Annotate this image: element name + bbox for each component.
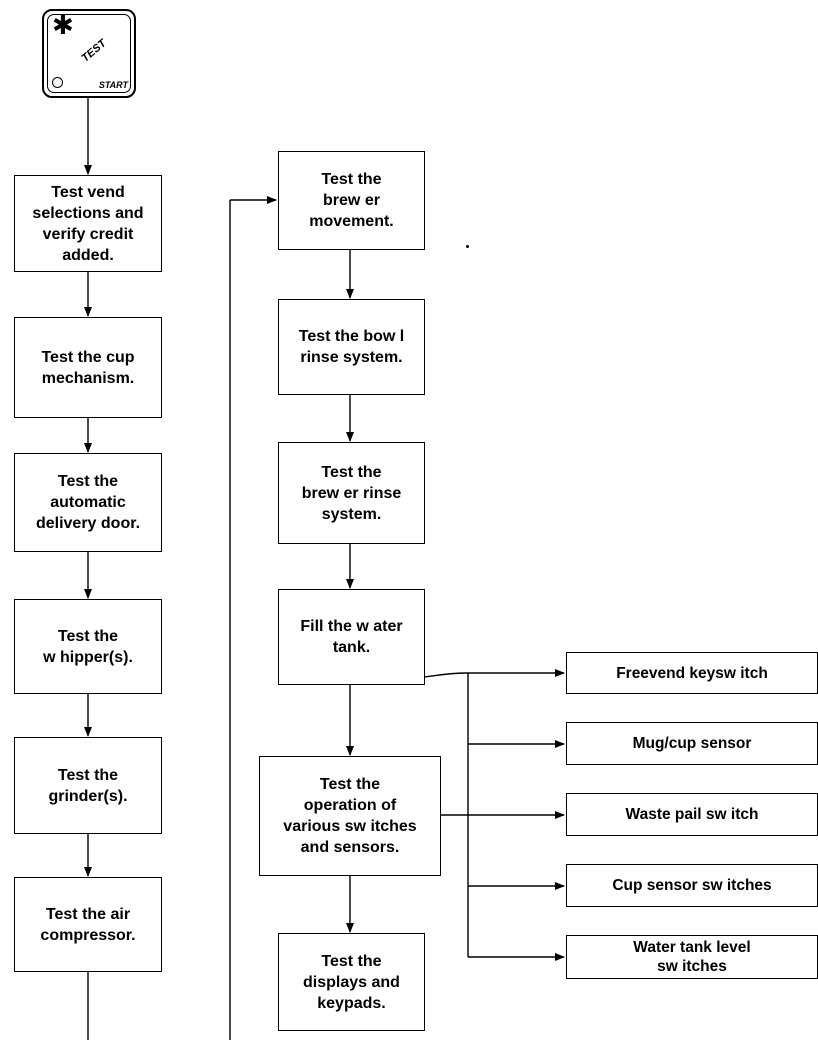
- step-test-delivery-door: Test the automatic delivery door.: [14, 453, 162, 552]
- step-test-displays-keypads: Test the displays and keypads.: [278, 933, 425, 1031]
- step-fill-water-tank: Fill the w ater tank.: [278, 589, 425, 685]
- step-test-switches-sensors: Test the operation of various sw itches …: [259, 756, 441, 876]
- start-label: START: [98, 80, 128, 90]
- step-test-grinders: Test the grinder(s).: [14, 737, 162, 834]
- step-test-air-compressor: Test the air compressor.: [14, 877, 162, 972]
- step-test-brewer-rinse: Test the brew er rinse system.: [278, 442, 425, 544]
- check-cup-sensor-switches: Cup sensor sw itches: [566, 864, 818, 907]
- check-mug-cup-sensor: Mug/cup sensor: [566, 722, 818, 765]
- step-test-cup-mechanism: Test the cup mechanism.: [14, 317, 162, 418]
- led-indicator-icon: [52, 77, 63, 88]
- scan-speck: [466, 245, 469, 248]
- step-test-brewer-movement: Test the brew er movement.: [278, 151, 425, 250]
- check-water-tank-level-switches: Water tank level sw itches: [566, 935, 818, 979]
- step-test-vend-selections: Test vend selections and verify credit a…: [14, 175, 162, 272]
- step-test-whippers: Test the w hipper(s).: [14, 599, 162, 694]
- start-test-button-icon: ✱ TEST START: [42, 9, 136, 98]
- step-test-bowl-rinse: Test the bow l rinse system.: [278, 299, 425, 395]
- asterisk-icon: ✱: [52, 11, 74, 41]
- button-inner-border: [47, 14, 131, 93]
- check-waste-pail-switch: Waste pail sw itch: [566, 793, 818, 836]
- check-freevend-keyswitch: Freevend keysw itch: [566, 652, 818, 694]
